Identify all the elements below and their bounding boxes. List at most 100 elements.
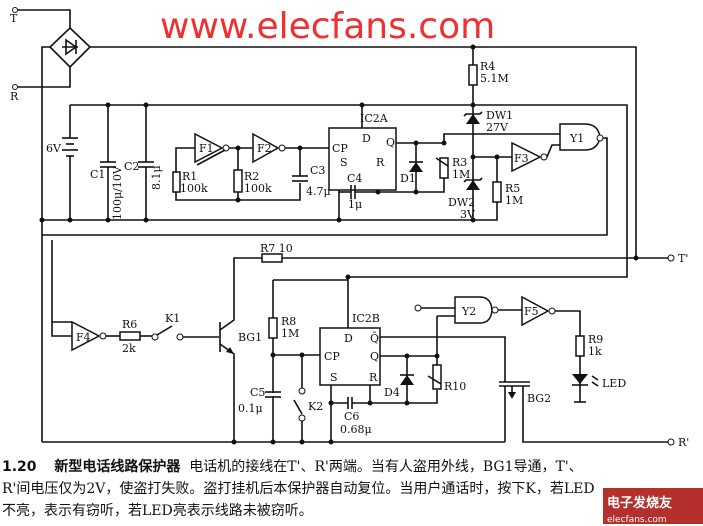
resistor-r6 xyxy=(119,331,141,341)
ic2a-chip xyxy=(328,127,397,191)
c2-value: 8.1μ xyxy=(150,165,163,190)
dw1-label: DW1 xyxy=(486,109,513,122)
r9-value: 1k xyxy=(588,345,602,358)
f4-label: F4 xyxy=(76,331,91,344)
resistor-r8 xyxy=(268,317,278,339)
resistor-r4 xyxy=(468,64,478,86)
terminal-r-label: R xyxy=(10,90,19,103)
led-indicator xyxy=(572,374,599,403)
f2-label: F2 xyxy=(257,142,272,155)
logo-cn: 电子发烧友 xyxy=(607,496,673,511)
battery-label: 6V xyxy=(46,142,62,155)
terminal-r-prime-label: R' xyxy=(678,436,689,449)
ic2a-pin-r: R xyxy=(376,156,385,169)
terminal-t-prime-label: T' xyxy=(678,252,688,265)
dw2-label: DW2 xyxy=(448,196,475,209)
resistor-r5 xyxy=(492,181,502,203)
ic2b-pin-r: R xyxy=(369,371,378,384)
r5-label: R5 xyxy=(505,182,520,195)
resistor-r9 xyxy=(575,335,585,357)
circuit-schematic: T R 6V C1 100μ/10V C2 8.1μ F1 F2 R1 100k… xyxy=(10,6,689,449)
battery-6v xyxy=(62,105,78,223)
y1-label: Y1 xyxy=(569,132,584,145)
c4-value: 1μ xyxy=(348,198,362,211)
resistor-r2 xyxy=(233,169,243,193)
c3-value: 4.7μ xyxy=(306,185,331,198)
r1-label: R1 xyxy=(182,170,197,183)
r1-value: 100k xyxy=(180,182,208,195)
capacitor-c6 xyxy=(331,390,438,409)
ic2a-pin-cp: CP xyxy=(332,142,348,155)
resistor-r7 xyxy=(261,253,283,263)
r2-label: R2 xyxy=(244,170,259,183)
ic2b-pin-qbar: Q̄ xyxy=(370,332,379,345)
d1-label: D1 xyxy=(400,172,416,185)
inverter-f2 xyxy=(252,132,286,164)
r4-label: R4 xyxy=(480,60,495,73)
dw2-value: 3V xyxy=(460,208,476,221)
mosfet-bg2 xyxy=(499,381,668,443)
ic2a-pin-q: Q xyxy=(386,136,395,149)
zener-dw1 xyxy=(463,111,483,124)
logo-en: elecfans.com xyxy=(607,515,667,525)
potentiometer-r10 xyxy=(432,364,442,390)
terminal-t-prime xyxy=(667,254,675,262)
bg2-label: BG2 xyxy=(527,392,551,405)
ic2b-label: IC2B xyxy=(352,312,380,325)
caption-number: 1.20 xyxy=(2,459,37,475)
c4-label: C4 xyxy=(347,172,362,185)
nand-y1 xyxy=(559,123,604,151)
capacitor-c2 xyxy=(138,102,154,223)
terminal-r-prime xyxy=(667,438,675,446)
c5-label: C5 xyxy=(250,386,265,399)
ic2a-pin-s: S xyxy=(340,156,348,169)
ic2b-pin-d: D xyxy=(344,332,353,345)
ic2b-pin-s: S xyxy=(330,371,338,384)
ic2a-pin-d: D xyxy=(362,132,371,145)
switch-k1[interactable] xyxy=(140,325,184,341)
f5-label: F5 xyxy=(524,305,539,318)
r5-value: 1M xyxy=(505,194,523,207)
input-bridge xyxy=(12,7,637,442)
bg1-label: BG1 xyxy=(238,331,262,344)
capacitor-c1 xyxy=(100,102,116,223)
r2-value: 100k xyxy=(244,182,272,195)
r6-label: R6 xyxy=(122,318,137,331)
f1-label: F1 xyxy=(199,142,214,155)
caption-title: 新型电话线路保护器 xyxy=(54,459,181,475)
r10-label: R10 xyxy=(444,380,466,393)
site-logo: 电子发烧友 elecfans.com xyxy=(603,488,703,525)
y2-label: Y2 xyxy=(461,305,476,318)
watermark: www.elecfans.com xyxy=(160,6,495,47)
capacitor-c4 xyxy=(339,178,445,199)
c1-label: C1 xyxy=(90,168,105,181)
capacitor-c3 xyxy=(292,148,308,182)
c6-value: 0.68μ xyxy=(340,423,372,436)
ic2a-label: IC2A xyxy=(360,112,389,125)
r3-value: 1M xyxy=(452,168,470,181)
zener-dw2 xyxy=(463,177,483,190)
r7-label: R7 10 xyxy=(260,242,293,255)
r9-label: R9 xyxy=(588,333,603,346)
caption-body: 电话机的接线在T'、R'两端。当有人盗用外线，BG1导通，T'、R'间电压仅为2… xyxy=(2,459,595,519)
led-label: LED xyxy=(602,377,626,390)
figure-caption: 1.20 新型电话线路保护器 电话机的接线在T'、R'两端。当有人盗用外线，BG… xyxy=(2,456,597,522)
switch-k2[interactable] xyxy=(293,355,306,442)
r8-label: R8 xyxy=(281,315,296,328)
resistor-r1 xyxy=(172,171,181,193)
diode-d4 xyxy=(400,356,414,403)
f3-label: F3 xyxy=(514,152,529,165)
dw1-value: 27V xyxy=(486,121,509,134)
r6-value: 2k xyxy=(122,342,136,355)
c3-label: C3 xyxy=(310,164,325,177)
potentiometer-r3 xyxy=(439,157,449,179)
c1-value: 100μ/10V xyxy=(111,165,124,220)
terminal-t-label: T xyxy=(10,12,18,25)
capacitor-c5 xyxy=(265,391,281,398)
c2-label: C2 xyxy=(124,160,139,173)
ic2b-chip xyxy=(319,327,381,386)
r4-value: 5.1M xyxy=(480,72,509,85)
ic2b-pin-q: Q xyxy=(370,350,379,363)
d4-label: D4 xyxy=(384,386,400,399)
c5-value: 0.1μ xyxy=(238,402,263,415)
